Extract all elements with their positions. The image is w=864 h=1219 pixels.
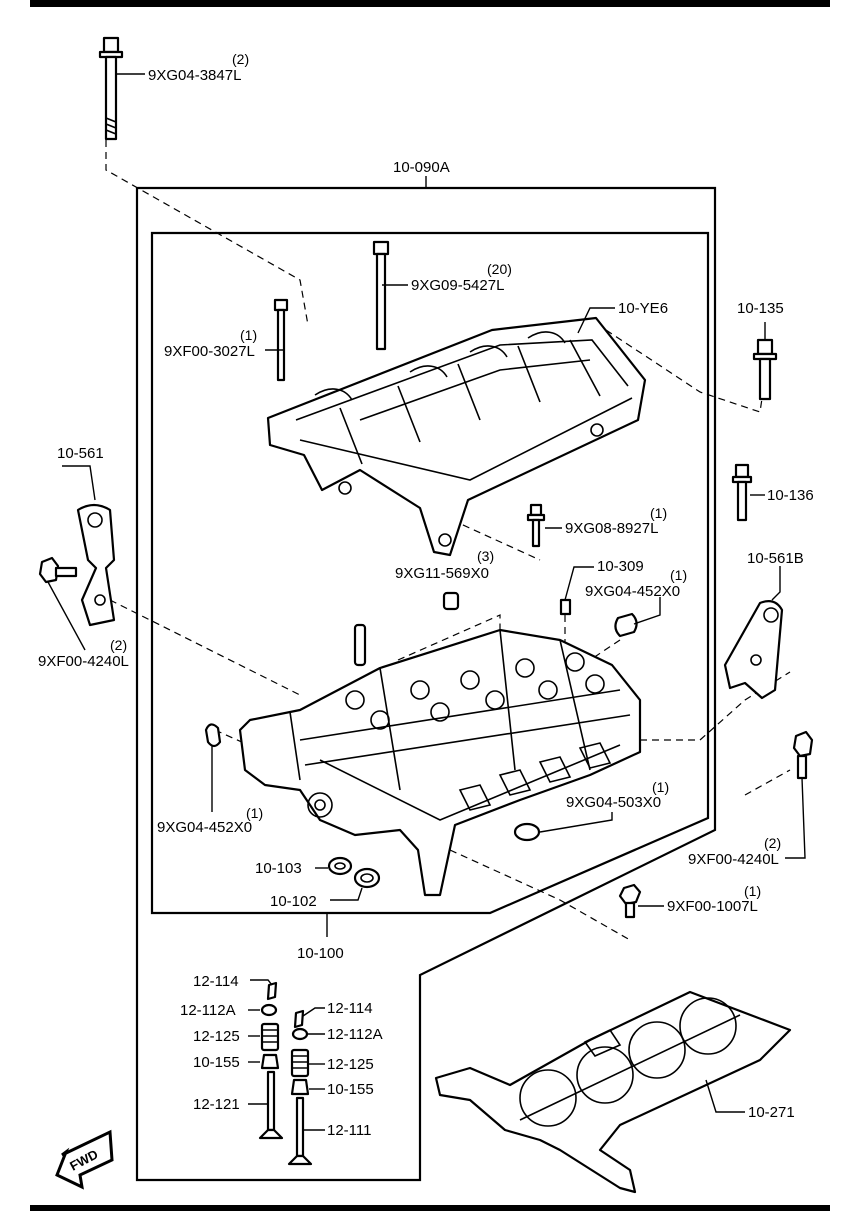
label-dowel-9xg11[interactable]: 9XG11-569X0 <box>395 565 489 582</box>
qty-plug-right: (1) <box>670 567 687 583</box>
retainer-12-112a-a[interactable] <box>260 1003 278 1017</box>
label-12-112a-b[interactable]: 12-112A <box>327 1026 383 1043</box>
seal-10-103[interactable] <box>327 856 353 876</box>
label-plug-503[interactable]: 9XG04-503X0 <box>566 794 661 811</box>
seal-10-155-a[interactable] <box>260 1053 280 1070</box>
label-10-102[interactable]: 10-102 <box>270 893 317 910</box>
assembly-boundary-inner <box>150 231 710 915</box>
label-12-121[interactable]: 12-121 <box>193 1096 240 1113</box>
guide-pin <box>353 623 367 667</box>
label-plug-right[interactable]: 9XG04-452X0 <box>585 583 680 600</box>
label-bolt-9xg09[interactable]: 9XG09-5427L <box>411 277 504 294</box>
qty-plug-left: (1) <box>246 805 263 821</box>
part-labels: (2) 9XG04-3847L 10-090A (20) 9XG09-5427L… <box>38 51 814 1139</box>
qty-bolt-9xg08: (1) <box>650 505 667 521</box>
fwd-arrow-icon: FWD <box>55 1129 114 1190</box>
valve-12-121[interactable] <box>258 1070 284 1140</box>
bolt-9xg04-3847l[interactable] <box>98 36 124 141</box>
label-10-309[interactable]: 10-309 <box>597 558 644 575</box>
label-10-561[interactable]: 10-561 <box>57 445 104 462</box>
label-10-155-a[interactable]: 10-155 <box>193 1054 240 1071</box>
label-12-125-a[interactable]: 12-125 <box>193 1028 240 1045</box>
label-12-112a-a[interactable]: 12-112A <box>180 1002 236 1019</box>
qty-bolt-1007: (1) <box>744 883 761 899</box>
qty-dowel-9xg11: (3) <box>477 548 494 564</box>
valve-keeper-12-114-a[interactable] <box>266 981 278 1001</box>
bolt-9xg09-5427l[interactable] <box>372 240 390 351</box>
top-border <box>30 0 830 7</box>
label-bolt-left[interactable]: 9XF00-4240L <box>38 653 129 670</box>
label-bolt-9xf00-3027[interactable]: 9XF00-3027L <box>164 343 255 360</box>
label-12-125-b[interactable]: 12-125 <box>327 1056 374 1073</box>
qty-plug-503: (1) <box>652 779 669 795</box>
bolt-9xf00-1007l[interactable] <box>618 883 642 919</box>
bottom-border <box>30 1205 830 1211</box>
label-12-114-a[interactable]: 12-114 <box>193 973 239 990</box>
pin-10-309[interactable] <box>559 598 572 616</box>
seal-10-102[interactable] <box>353 867 381 889</box>
bolt-9xf00-4240l-left[interactable] <box>38 556 78 584</box>
camshaft-carrier[interactable] <box>266 316 647 557</box>
bolt-10-136[interactable] <box>731 463 753 522</box>
bolt-9xg08-8927l[interactable] <box>526 503 546 548</box>
label-10-155-b[interactable]: 10-155 <box>327 1081 374 1098</box>
qty-bolt-left: (2) <box>110 637 127 653</box>
plug-9xg04-452x0-left[interactable] <box>204 723 222 748</box>
seal-10-155-b[interactable] <box>290 1078 310 1096</box>
label-bolt-right[interactable]: 9XF00-4240L <box>688 851 779 868</box>
label-cam-carrier[interactable]: 10-YE6 <box>618 300 668 317</box>
valve-12-111[interactable] <box>287 1096 313 1166</box>
label-10-136[interactable]: 10-136 <box>767 487 814 504</box>
label-12-111[interactable]: 12-111 <box>327 1122 371 1139</box>
qty-bolt-9xg09: (20) <box>487 261 512 277</box>
head-gasket-10-271[interactable] <box>434 990 792 1194</box>
label-head-assembly[interactable]: 10-100 <box>297 945 344 962</box>
label-10-103[interactable]: 10-103 <box>255 860 302 877</box>
bolt-9xf00-4240l-right[interactable] <box>792 730 814 780</box>
qty-bolt-9xf00-3027: (1) <box>240 327 257 343</box>
label-assembly[interactable]: 10-090A <box>393 159 450 176</box>
label-12-114-b[interactable]: 12-114 <box>327 1000 373 1017</box>
bracket-10-561[interactable] <box>76 503 116 627</box>
label-10-135[interactable]: 10-135 <box>737 300 784 317</box>
qty-bolt-right: (2) <box>764 835 781 851</box>
assembly-boundary-outer <box>135 186 717 1182</box>
label-10-561b[interactable]: 10-561B <box>747 550 804 567</box>
label-bolt-top[interactable]: 9XG04-3847L <box>148 67 241 84</box>
plug-9xg04-503x0[interactable] <box>513 822 541 842</box>
label-bolt-1007[interactable]: 9XF00-1007L <box>667 898 758 915</box>
spring-12-125-a[interactable] <box>260 1022 280 1052</box>
label-10-271[interactable]: 10-271 <box>748 1104 795 1121</box>
plug-9xg04-452x0-right[interactable] <box>614 612 638 638</box>
bracket-10-561b[interactable] <box>723 600 784 700</box>
bolt-10-135[interactable] <box>752 338 778 401</box>
label-bolt-9xg08[interactable]: 9XG08-8927L <box>565 520 658 537</box>
spring-12-125-b[interactable] <box>290 1048 310 1078</box>
valve-keeper-12-114-b[interactable] <box>293 1009 305 1029</box>
qty-bolt-top: (2) <box>232 51 249 67</box>
retainer-12-112a-b[interactable] <box>291 1027 309 1041</box>
bolt-9xf00-3027l[interactable] <box>273 298 289 382</box>
cylinder-head[interactable] <box>238 628 642 897</box>
dowel-9xg11-569x0[interactable] <box>442 591 460 611</box>
label-plug-left[interactable]: 9XG04-452X0 <box>157 819 252 836</box>
